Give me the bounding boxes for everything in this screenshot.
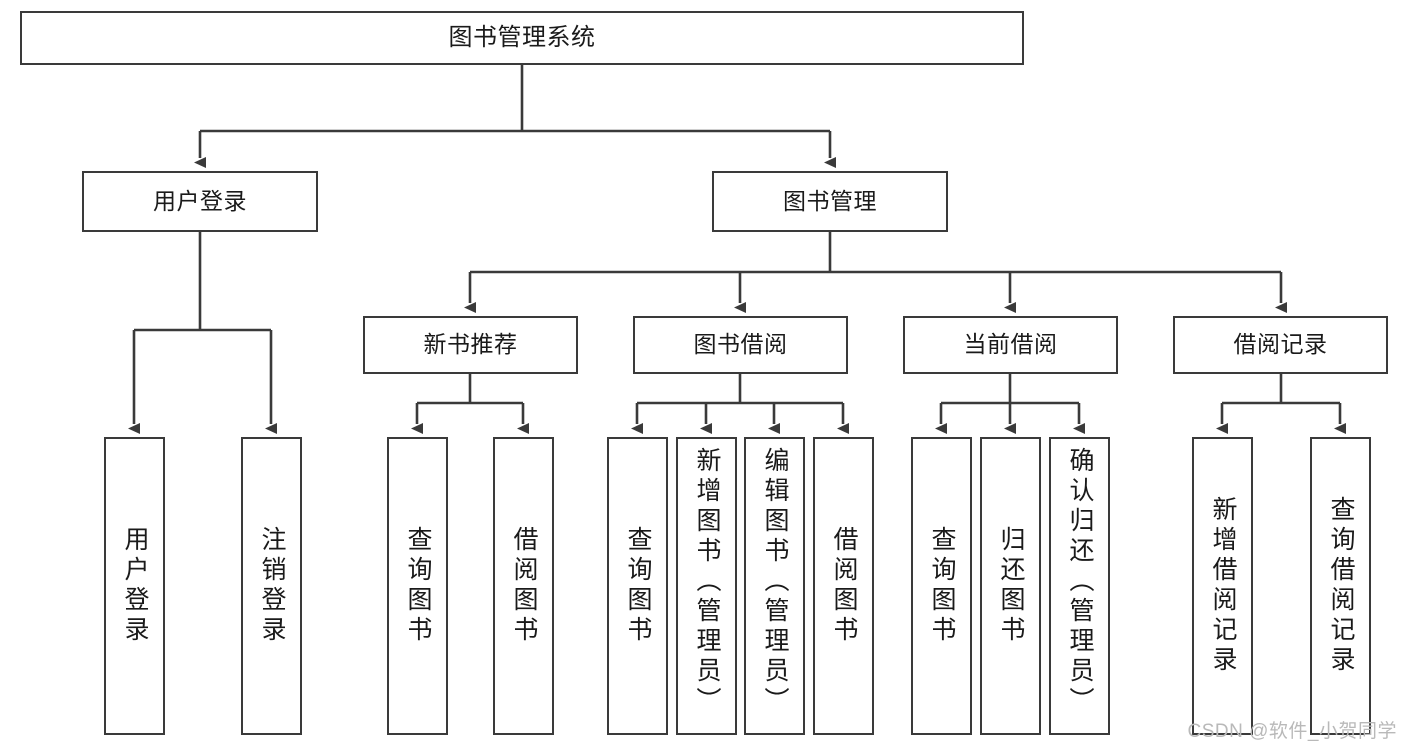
node-leaf-user-logout[interactable]: 注销登录	[241, 437, 302, 735]
node-leaf-query-book-3[interactable]: 查询图书	[911, 437, 972, 735]
node-leaf-user-login-label: 用户登录	[121, 526, 149, 646]
node-borrow-record[interactable]: 借阅记录	[1173, 316, 1388, 374]
watermark: CSDN @软件_小贺同学	[1187, 721, 1397, 742]
node-leaf-query-book-3-label: 查询图书	[928, 526, 956, 646]
node-book-management-label: 图书管理	[783, 187, 877, 214]
node-new-book-recommend[interactable]: 新书推荐	[363, 316, 578, 374]
node-leaf-borrow-book-1[interactable]: 借阅图书	[493, 437, 554, 735]
node-leaf-query-record[interactable]: 查询借阅记录	[1310, 437, 1371, 735]
node-leaf-query-record-label: 查询借阅记录	[1327, 496, 1355, 676]
node-leaf-return-book[interactable]: 归还图书	[980, 437, 1041, 735]
node-leaf-return-book-label: 归还图书	[997, 526, 1025, 646]
node-leaf-confirm-return[interactable]: 确认归还（管理员）	[1049, 437, 1110, 735]
node-book-borrow[interactable]: 图书借阅	[633, 316, 848, 374]
node-leaf-add-book-label: 新增图书（管理员）	[693, 447, 721, 717]
node-current-borrow-label: 当前借阅	[963, 331, 1058, 358]
node-leaf-add-record[interactable]: 新增借阅记录	[1192, 437, 1253, 735]
node-leaf-edit-book-label: 编辑图书（管理员）	[761, 447, 789, 717]
node-leaf-edit-book[interactable]: 编辑图书（管理员）	[744, 437, 805, 735]
node-borrow-record-label: 借阅记录	[1233, 331, 1328, 358]
node-user-login-label: 用户登录	[153, 187, 247, 214]
node-leaf-borrow-book-2-label: 借阅图书	[830, 526, 858, 646]
node-leaf-borrow-book-2[interactable]: 借阅图书	[813, 437, 874, 735]
node-current-borrow[interactable]: 当前借阅	[903, 316, 1118, 374]
node-user-login[interactable]: 用户登录	[82, 171, 318, 232]
node-book-management[interactable]: 图书管理	[712, 171, 948, 232]
node-leaf-add-book[interactable]: 新增图书（管理员）	[676, 437, 737, 735]
node-leaf-user-logout-label: 注销登录	[258, 526, 286, 646]
node-book-borrow-label: 图书借阅	[693, 331, 788, 358]
node-leaf-query-book-2-label: 查询图书	[624, 526, 652, 646]
node-leaf-query-book-2[interactable]: 查询图书	[607, 437, 668, 735]
node-leaf-add-record-label: 新增借阅记录	[1209, 496, 1237, 676]
node-root[interactable]: 图书管理系统	[20, 11, 1024, 65]
node-leaf-confirm-return-label: 确认归还（管理员）	[1066, 447, 1094, 717]
node-leaf-query-book-1-label: 查询图书	[404, 526, 432, 646]
node-leaf-query-book-1[interactable]: 查询图书	[387, 437, 448, 735]
node-leaf-user-login[interactable]: 用户登录	[104, 437, 165, 735]
node-root-label: 图书管理系统	[448, 23, 596, 51]
node-leaf-borrow-book-1-label: 借阅图书	[510, 526, 538, 646]
node-new-book-recommend-label: 新书推荐	[423, 331, 518, 358]
